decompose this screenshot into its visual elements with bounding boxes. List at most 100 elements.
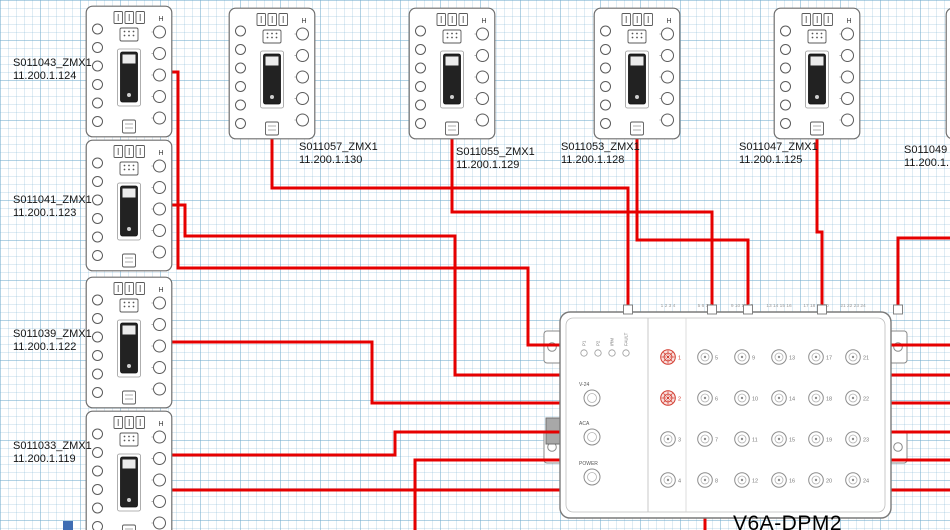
hub-port-number: 16 xyxy=(789,479,795,485)
hub-port[interactable] xyxy=(660,349,676,365)
hub-pin-numbers: 9 10 11 12 xyxy=(731,303,754,309)
hub-port[interactable] xyxy=(808,431,824,447)
cable-gland xyxy=(707,304,717,315)
hub-indicator-led xyxy=(580,349,588,357)
module-label: S011047_ZMX1 11.200.1.125 xyxy=(739,141,818,167)
hub-port[interactable] xyxy=(845,349,861,365)
selection-handle[interactable] xyxy=(63,521,73,530)
module-id: S011057_ZMX1 xyxy=(299,141,378,153)
hub-pin-numbers: 1 2 3 4 xyxy=(661,303,676,309)
wire[interactable] xyxy=(166,203,566,377)
hub-port-number: 15 xyxy=(789,438,795,444)
module-ip: 11.200.1.125 xyxy=(739,154,803,166)
hub-port-number: 3 xyxy=(678,438,681,444)
hub-port[interactable] xyxy=(771,349,787,365)
hub-body[interactable] xyxy=(559,311,892,519)
hub-port[interactable] xyxy=(660,390,676,406)
hub-device[interactable] xyxy=(559,311,892,519)
hub-aux-port[interactable] xyxy=(583,468,601,486)
module-ip: 11.200.1.122 xyxy=(13,341,77,353)
hub-port[interactable] xyxy=(771,390,787,406)
hub-port[interactable] xyxy=(660,472,676,488)
module-ip: 11.200.1.130 xyxy=(299,154,363,166)
zmx-module[interactable] xyxy=(945,7,950,140)
hub-port-number: 20 xyxy=(826,479,832,485)
zmx-module[interactable] xyxy=(85,276,173,409)
hub-port[interactable] xyxy=(660,431,676,447)
module-ip: 11.200.1.119 xyxy=(13,453,76,465)
hub-port-number: 24 xyxy=(863,479,869,485)
module-ip: 11.200.1.129 xyxy=(456,159,520,171)
hub-port-number: 14 xyxy=(789,397,795,403)
hub-port-number: 5 xyxy=(715,356,718,362)
hub-port-number: 9 xyxy=(752,356,755,362)
module-id: S011033_ZMX1 xyxy=(13,440,92,452)
wire[interactable] xyxy=(413,458,566,530)
wire[interactable] xyxy=(815,130,824,314)
hub-port[interactable] xyxy=(845,431,861,447)
hub-ports-area: 123456789101112131415161718192021222324V… xyxy=(579,303,903,488)
hub-port-number: 11 xyxy=(752,438,758,444)
hub-port[interactable] xyxy=(734,472,750,488)
hub-aux-port-label: ACA xyxy=(579,421,590,427)
wire[interactable] xyxy=(450,130,714,314)
hub-port-number: 22 xyxy=(863,397,869,403)
wire[interactable] xyxy=(896,236,950,314)
hub-port[interactable] xyxy=(771,431,787,447)
zmx-module[interactable] xyxy=(408,7,496,140)
hub-port-number: 6 xyxy=(715,397,718,403)
hub-aux-port-label: POWER xyxy=(579,461,598,467)
hub-port-number: 13 xyxy=(789,356,795,362)
zmx-module[interactable] xyxy=(228,7,316,140)
module-label: S011049 11.200.1. xyxy=(904,144,949,170)
zmx-module[interactable] xyxy=(773,7,861,140)
hub-port[interactable] xyxy=(771,472,787,488)
hub-pin-numbers: 21 22 23 24 xyxy=(840,303,866,309)
hub-indicator-label: P1 xyxy=(582,340,587,346)
hub-port[interactable] xyxy=(734,431,750,447)
hub-port[interactable] xyxy=(734,390,750,406)
wire[interactable] xyxy=(166,340,566,405)
hub-port[interactable] xyxy=(808,390,824,406)
module-label: S011041_ZMX1 11.200.1.123 xyxy=(13,194,92,220)
hub-port[interactable] xyxy=(845,390,861,406)
wire[interactable] xyxy=(635,130,750,314)
module-id: S011039_ZMX1 xyxy=(13,328,92,340)
hub-port-number: 18 xyxy=(826,397,832,403)
module-ip: 11.200.1. xyxy=(904,157,950,169)
hub-port-number: 12 xyxy=(752,479,758,485)
wire[interactable] xyxy=(166,430,566,457)
cable-gland xyxy=(623,304,633,315)
zmx-module[interactable] xyxy=(85,410,173,530)
module-ip: 11.200.1.123 xyxy=(13,207,77,219)
zmx-module[interactable] xyxy=(593,7,681,140)
hub-inner-frame xyxy=(565,317,886,513)
zmx-module[interactable] xyxy=(85,5,173,138)
hub-label: V6A-DPM2 xyxy=(733,512,843,530)
hub-port[interactable] xyxy=(845,472,861,488)
hub-aux-port[interactable] xyxy=(583,428,601,446)
hub-port[interactable] xyxy=(697,472,713,488)
module-label: S011043_ZMX1 11.200.1.124 xyxy=(13,57,92,83)
hub-port[interactable] xyxy=(697,431,713,447)
hub-pin-numbers: 17 18 19 20 xyxy=(803,303,829,309)
cable-gland xyxy=(743,304,753,315)
zmx-module[interactable] xyxy=(85,139,173,272)
wire[interactable] xyxy=(166,70,566,347)
hub-port[interactable] xyxy=(697,349,713,365)
hub-port[interactable] xyxy=(808,472,824,488)
module-id: S011041_ZMX1 xyxy=(13,194,92,206)
module-label: S011039_ZMX1 11.200.1.122 xyxy=(13,328,92,354)
hub-port[interactable] xyxy=(697,390,713,406)
hub-port-number: 8 xyxy=(715,479,718,485)
wire[interactable] xyxy=(270,130,630,314)
module-label: S011057_ZMX1 11.200.1.130 xyxy=(299,141,378,167)
hub-port-number: 7 xyxy=(715,438,718,444)
hub-indicator-led xyxy=(608,349,616,357)
hub-port-number: 4 xyxy=(678,479,681,485)
hub-port[interactable] xyxy=(734,349,750,365)
hub-port[interactable] xyxy=(808,349,824,365)
hub-aux-port[interactable] xyxy=(583,389,601,407)
